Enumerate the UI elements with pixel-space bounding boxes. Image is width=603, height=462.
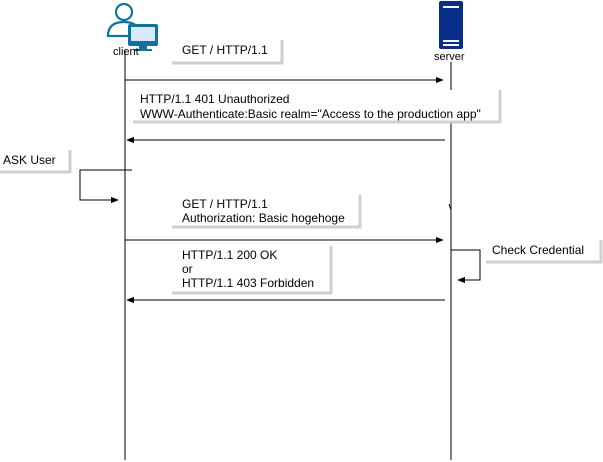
message-get-auth: GET / HTTP/1.1 Authorization: Basic hoge… xyxy=(125,195,444,244)
server-label: server xyxy=(434,51,465,63)
message-get-1: GET / HTTP/1.1 xyxy=(125,40,444,84)
message-ask-user: ASK User xyxy=(0,150,132,204)
note-box xyxy=(172,40,282,63)
note-box xyxy=(0,150,70,172)
server-icon xyxy=(439,1,463,49)
note-text-line-1: GET / HTTP/1.1 xyxy=(182,197,268,211)
message-response: HTTP/1.1 200 OK or HTTP/1.1 403 Forbidde… xyxy=(126,246,445,304)
note-box xyxy=(172,246,331,293)
self-arrow-client xyxy=(79,169,132,204)
lifeline-tick xyxy=(448,203,452,211)
note-shadow xyxy=(486,240,603,264)
note-text: ASK User xyxy=(3,153,56,167)
client-label: client xyxy=(113,46,139,58)
note-shadow xyxy=(172,40,284,65)
note-shadow xyxy=(172,246,333,295)
note-text: Check Credential xyxy=(492,243,584,257)
note-text-line-3: HTTP/1.1 403 Forbidden xyxy=(182,276,314,290)
note-text-line-2: Authorization: Basic hogehoge xyxy=(182,211,345,225)
note-shadow xyxy=(133,90,502,124)
note-text-line-2: WWW-Authenticate:Basic realm="Access to … xyxy=(140,107,481,121)
note-text-line-1: HTTP/1.1 401 Unauthorized xyxy=(140,92,289,106)
self-arrow-server xyxy=(451,249,481,284)
note-box xyxy=(172,195,360,227)
note-shadow xyxy=(0,150,72,174)
note-text: GET / HTTP/1.1 xyxy=(182,43,268,57)
client-icon xyxy=(106,2,158,51)
message-401: HTTP/1.1 401 Unauthorized WWW-Authentica… xyxy=(126,90,502,144)
note-box xyxy=(133,90,500,122)
note-shadow xyxy=(172,195,362,229)
message-check-credential: Check Credential xyxy=(451,240,603,284)
note-text-line-1: HTTP/1.1 200 OK xyxy=(182,248,277,262)
note-text-line-2: or xyxy=(182,262,193,276)
note-box xyxy=(486,240,601,262)
